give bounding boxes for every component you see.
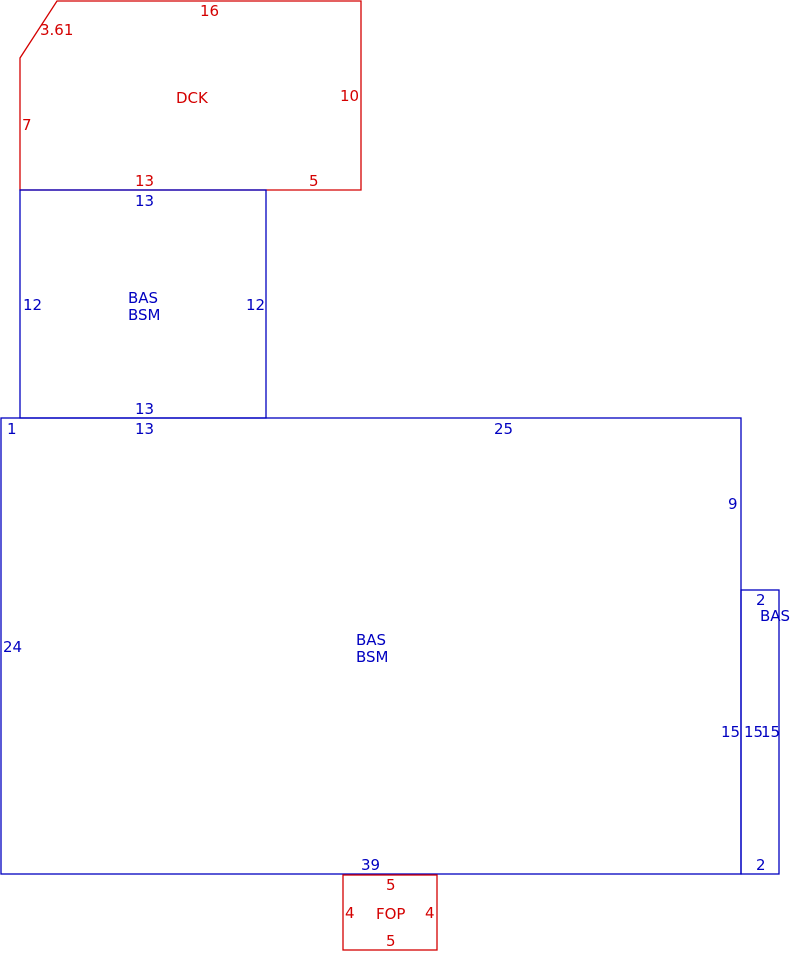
fop-dim-top: 5: [386, 876, 396, 894]
deck-dim-top: 16: [200, 2, 219, 20]
fop-area: 5 4 4 5 FOP: [342, 874, 438, 951]
deck-dim-right: 10: [340, 87, 359, 105]
main-basement-dim-left: 24: [3, 638, 22, 656]
main-basement-dim-top-under: 13: [135, 420, 154, 438]
upper-basement-area: 13 12 12 13 BAS BSM: [19, 189, 267, 419]
upper-basement-dim-bottom: 13: [135, 400, 154, 418]
deck-dim-corner: 3.61: [40, 21, 73, 39]
deck-dim-left: 7: [22, 116, 32, 134]
upper-basement-label: BAS: [128, 289, 158, 307]
deck-label: DCK: [176, 89, 209, 107]
upper-basement-dim-top: 13: [135, 192, 154, 210]
deck-dim-bottom-left: 13: [135, 172, 154, 190]
upper-basement-sublabel: BSM: [128, 306, 161, 324]
main-basement-dim-right-lower: 15: [721, 723, 740, 741]
main-basement-dim-top-right: 25: [494, 420, 513, 438]
deck-dim-bottom-right: 5: [309, 172, 319, 190]
main-basement-dim-bottom: 39: [361, 856, 380, 874]
side-bas-area: 2 BAS 15 15 2: [740, 589, 790, 875]
side-bas-outline: [740, 589, 780, 875]
upper-basement-dim-right: 12: [246, 296, 265, 314]
fop-outline: [342, 874, 438, 951]
main-basement-area: 1 13 25 9 24 39 15 BAS BSM: [0, 417, 742, 875]
side-bas-dim-left: 15: [744, 723, 763, 741]
upper-basement-dim-left: 12: [23, 296, 42, 314]
side-bas-dim-top: 2: [756, 591, 766, 609]
deck-area: 16 3.61 7 10 13 5 DCK: [19, 0, 362, 191]
side-bas-dim-bottom: 2: [756, 856, 766, 874]
main-basement-dim-corner: 1: [7, 420, 17, 438]
fop-dim-left: 4: [345, 904, 355, 922]
side-bas-label: BAS: [760, 607, 790, 625]
fop-dim-right: 4: [425, 904, 435, 922]
side-bas-dim-right: 15: [761, 723, 780, 741]
main-basement-dim-right-upper: 9: [728, 495, 738, 513]
main-basement-sublabel: BSM: [356, 648, 389, 666]
fop-label: FOP: [376, 905, 405, 923]
main-basement-label: BAS: [356, 631, 386, 649]
fop-dim-bottom: 5: [386, 932, 396, 950]
